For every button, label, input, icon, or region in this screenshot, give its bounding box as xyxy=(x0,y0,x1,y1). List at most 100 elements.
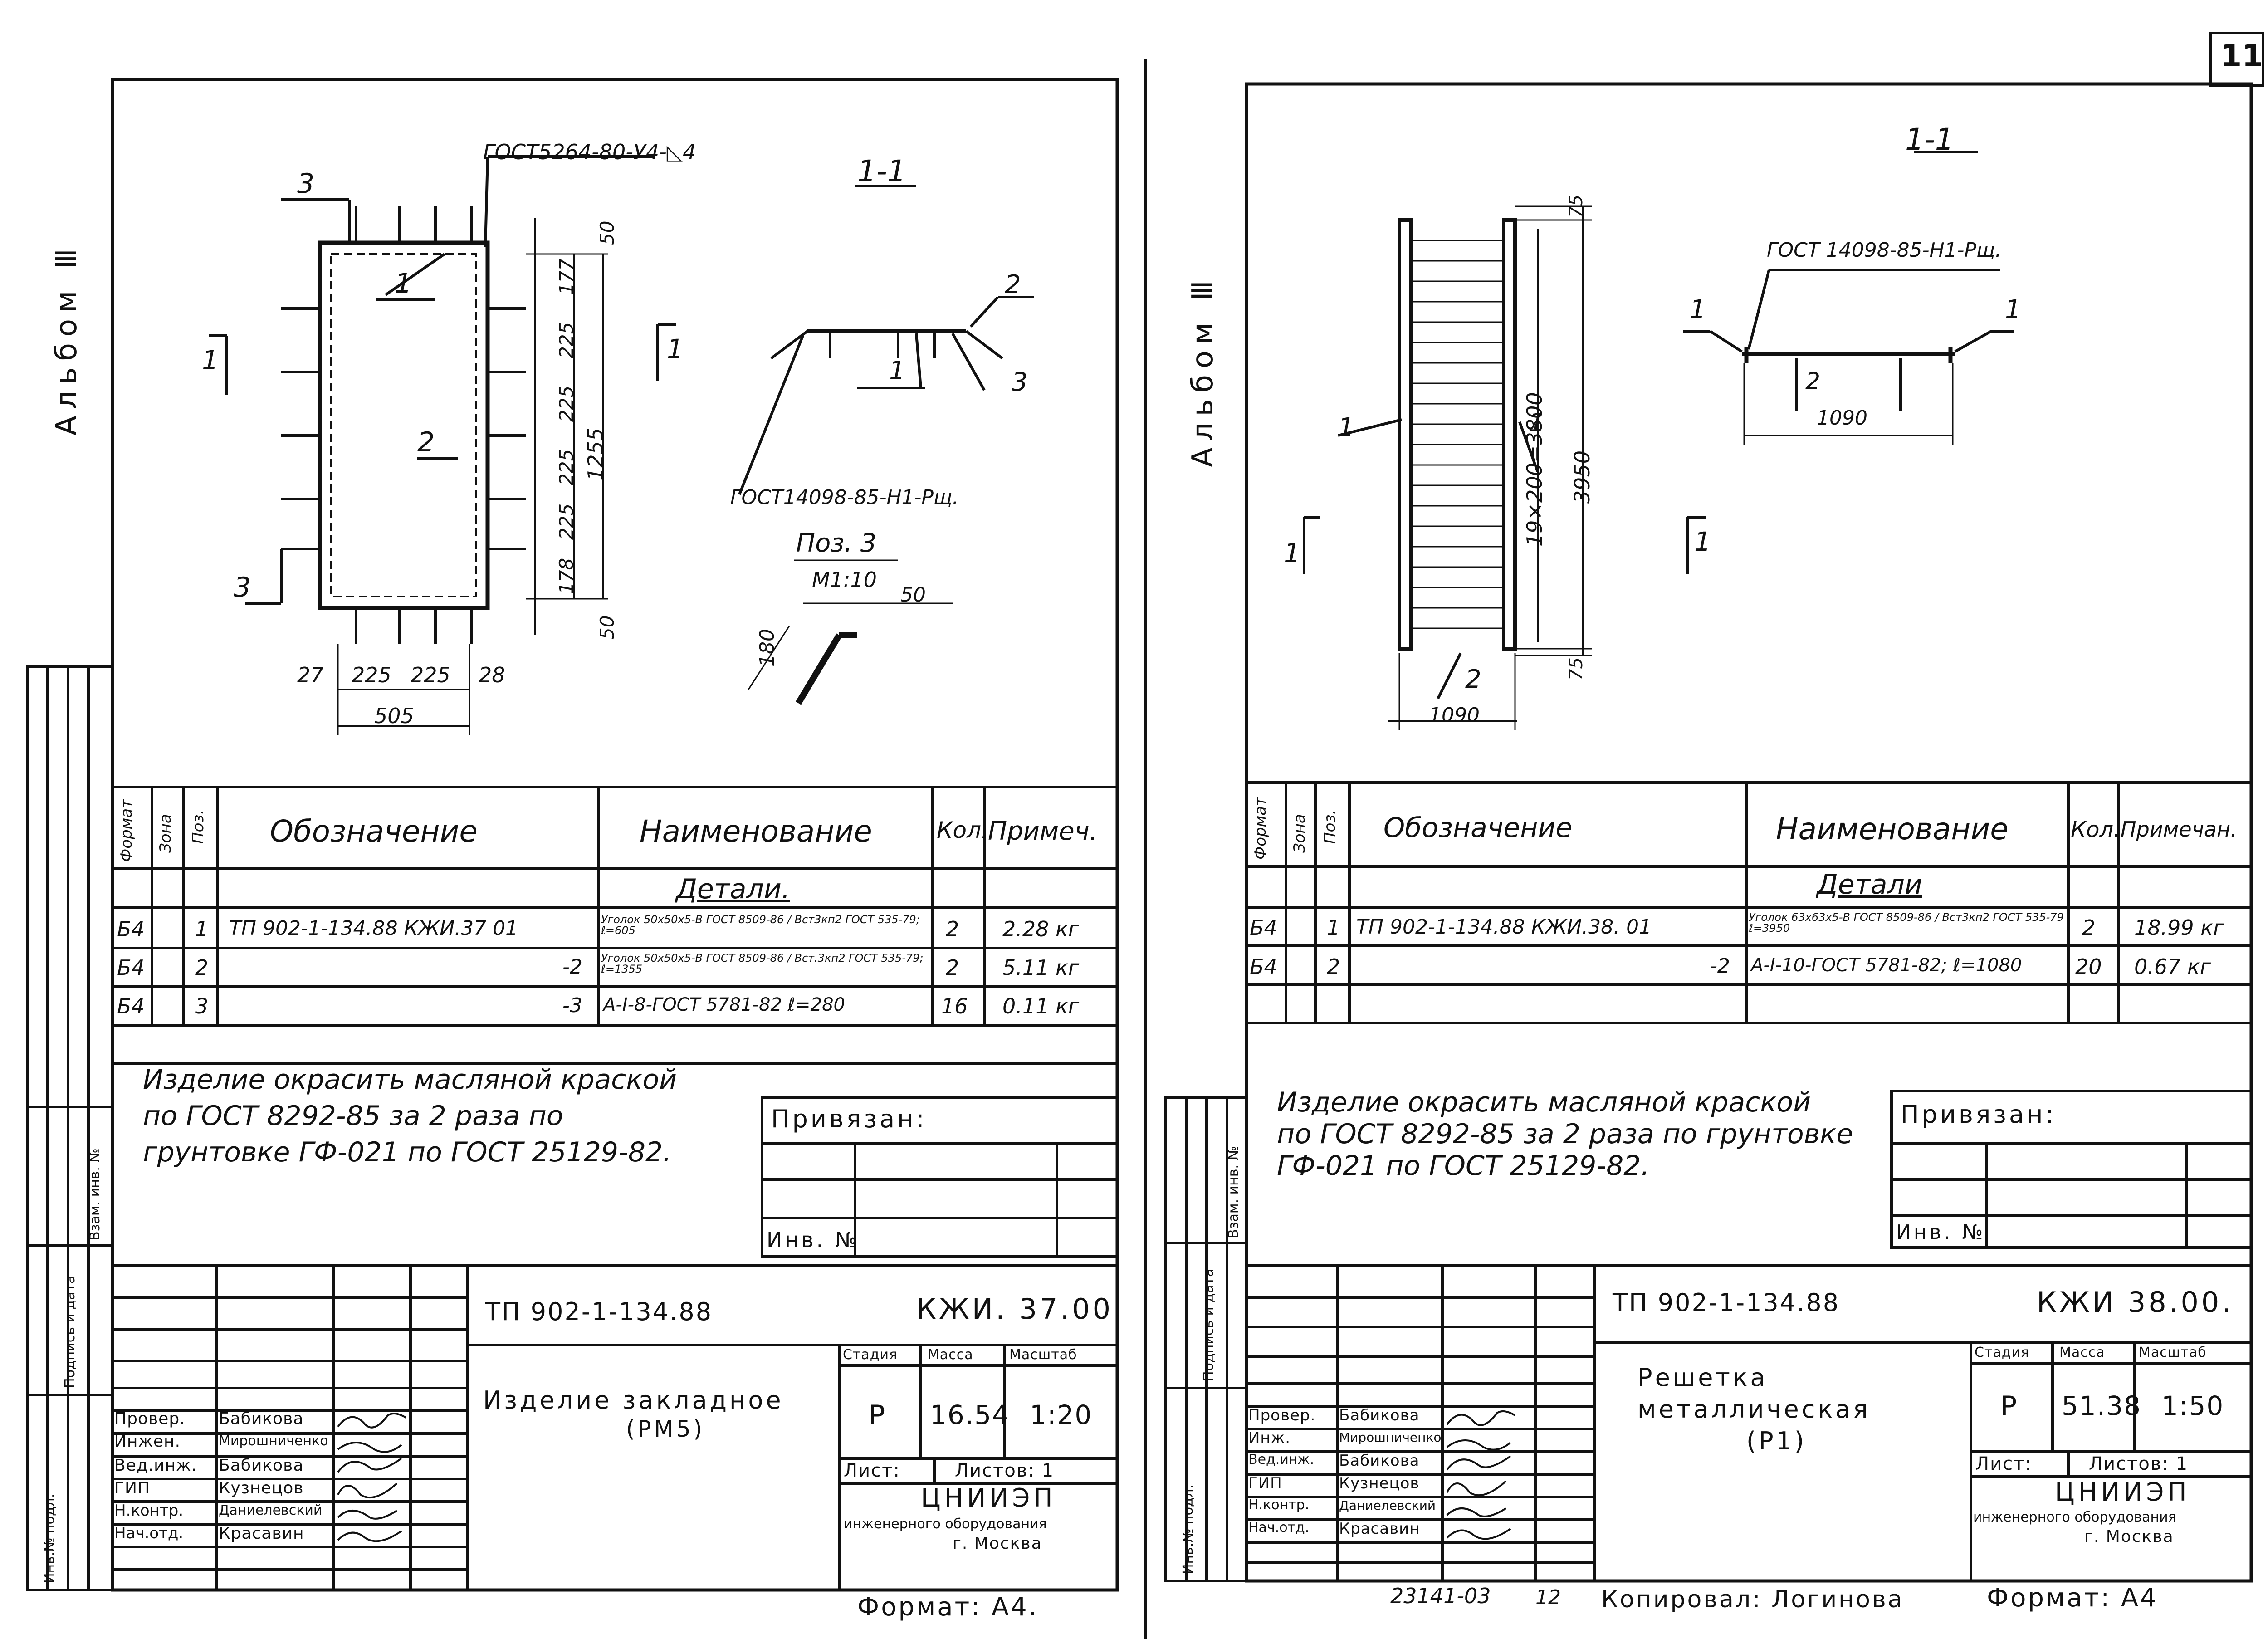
row3-note: 0.11 кг xyxy=(1002,994,1079,1018)
right-tb-code: КЖИ 38.00. xyxy=(2037,1286,2234,1319)
name-3: Бабикова xyxy=(219,1456,304,1475)
right-tb-format: Формат: А4 xyxy=(1987,1583,2158,1613)
right-name-1: Бабикова xyxy=(1339,1406,1420,1424)
callout-3-top: 3 xyxy=(297,168,315,200)
right-name-4: Кузнецов xyxy=(1339,1474,1420,1492)
right-row1-qty: 2 xyxy=(2082,915,2096,940)
tb-stage: Р xyxy=(869,1399,888,1431)
right-role-4: ГИП xyxy=(1248,1474,1282,1492)
tb-mass-h: Масса xyxy=(928,1347,973,1363)
tb-sheets: Листов: 1 xyxy=(955,1460,1055,1481)
right-tb-mass: 51.38 xyxy=(2062,1390,2142,1421)
row3-qty: 16 xyxy=(941,994,968,1018)
right-name-2: Мирошниченко xyxy=(1339,1430,1442,1445)
row2-name: Уголок 50х50х5-В ГОСТ 8509-86 / Вст.3кп2… xyxy=(601,952,924,975)
role-4: ГИП xyxy=(114,1479,150,1497)
row3-format: Б4 xyxy=(117,994,145,1018)
paint-note-line1: Изделие окрасить масляной краской xyxy=(143,1064,677,1096)
right-role-2: Инж. xyxy=(1248,1429,1291,1447)
right-name-3: Бабикова xyxy=(1339,1452,1420,1470)
row2-designation: -2 xyxy=(562,955,582,979)
role-5: Н.контр. xyxy=(114,1502,184,1520)
right-section-note: ГОСТ 14098-85-Н1-Рщ. xyxy=(1767,239,2002,262)
right-tb-sheet: Лист: xyxy=(1975,1453,2032,1474)
callout-2: 2 xyxy=(417,426,435,458)
role-6: Нач.отд. xyxy=(114,1524,184,1542)
group-title: Детали. xyxy=(676,873,790,905)
tb-org2: инженерного оборудования xyxy=(844,1516,1047,1532)
right-col-name-header: Наименование xyxy=(1776,812,2009,846)
dim-27: 27 xyxy=(297,663,324,687)
dim-28: 28 xyxy=(479,663,505,687)
row1-designation: ТП 902-1-134.88 КЖИ.37 01 xyxy=(229,917,518,940)
paint-note-line3: грунтовке ГФ-021 по ГОСТ 25129-82. xyxy=(143,1136,672,1168)
right-paint-note-line2: по ГОСТ 8292-85 за 2 раза по грунтовке xyxy=(1277,1118,1853,1150)
right-callout-1-left: 1 xyxy=(1338,413,1354,442)
right-copied-by: Копировал: Логинова xyxy=(1601,1586,1904,1613)
right-section-callout-2: 2 xyxy=(1805,368,1821,395)
section-title: 1-1 xyxy=(857,154,906,189)
tb-project: ТП 902-1-134.88 xyxy=(485,1297,713,1326)
right-tb-org3: г. Москва xyxy=(2084,1527,2174,1546)
right-signatures xyxy=(1446,1410,1516,1540)
right-tb-project: ТП 902-1-134.88 xyxy=(1613,1288,1840,1317)
right-tb-scale: 1:50 xyxy=(2161,1390,2224,1421)
role-3: Вед.инж. xyxy=(114,1456,197,1475)
right-row2-pos: 2 xyxy=(1327,954,1340,979)
tb-format: Формат: А4. xyxy=(857,1592,1039,1622)
col-qty-header: Кол. xyxy=(937,817,988,843)
right-tb-stage-h: Стадия xyxy=(1975,1345,2030,1360)
right-row2-note: 0.67 кг xyxy=(2134,954,2211,979)
pos3-title: Поз. 3 xyxy=(796,528,877,558)
right-tb-stage: Р xyxy=(2000,1390,2020,1422)
right-role-3: Вед.инж. xyxy=(1248,1452,1314,1468)
right-tb-sheets: Листов: 1 xyxy=(2089,1453,2189,1474)
right-role-1: Провер. xyxy=(1248,1406,1316,1424)
right-paint-note-line3: ГФ-021 по ГОСТ 25129-82. xyxy=(1277,1150,1650,1182)
dim-225-x1: 225 xyxy=(352,663,391,687)
page-number-box xyxy=(2209,32,2264,87)
row1-note: 2.28 кг xyxy=(1002,917,1079,941)
right-row1-pos: 1 xyxy=(1327,915,1340,940)
name-4: Кузнецов xyxy=(219,1479,304,1497)
right-section-callout-1a: 1 xyxy=(1690,295,1706,324)
right-tb-mass-h: Масса xyxy=(2059,1345,2105,1360)
tb-org3: г. Москва xyxy=(953,1534,1042,1553)
tb-sheet: Лист: xyxy=(844,1460,900,1481)
right-tb-title-line1: Решетка xyxy=(1637,1363,1768,1392)
right-tb-scale-h: Масштаб xyxy=(2139,1345,2207,1360)
right-section-marker-right: 1 xyxy=(1694,526,1711,557)
right-row1-designation: ТП 902-1-134.88 КЖИ.38. 01 xyxy=(1356,915,1652,939)
tb-code: КЖИ. 37.00. xyxy=(916,1292,1125,1326)
right-copy-sheet: 12 xyxy=(1535,1586,1561,1609)
right-attach-label: Привязан: xyxy=(1901,1100,2057,1129)
paint-note-line2: по ГОСТ 8292-85 за 2 раза по xyxy=(143,1100,563,1132)
left-sheet: Альбом Ⅲ ГОСТ5264-80-У4-◺4 1-1 3 1 2 3 1… xyxy=(26,78,1125,1622)
tb-title-line2: (РМ5) xyxy=(626,1416,705,1442)
tb-mass: 16.54 xyxy=(930,1399,1010,1430)
pos3-dim-50: 50 xyxy=(900,583,926,607)
left-drawing-lines xyxy=(26,78,1119,1592)
right-sheet: Альбом Ⅲ 1-1 ГОСТ 14098-85-Н1-Рщ. 1 1 2 … xyxy=(1148,0,2268,1639)
tb-scale-h: Масштаб xyxy=(1009,1347,1077,1363)
name-6: Красавин xyxy=(219,1524,304,1543)
callout-3-bottom: 3 xyxy=(234,572,251,603)
row1-pos: 1 xyxy=(195,917,209,941)
row3-name: А-Ⅰ-8-ГОСТ 5781-82 ℓ=280 xyxy=(603,994,845,1015)
section-marker-left: 1 xyxy=(202,345,219,376)
name-5: Даниелевский xyxy=(219,1502,323,1518)
section-note: ГОСТ14098-85-Н1-Рщ. xyxy=(730,486,959,509)
pos3-scale: М1:10 xyxy=(812,568,877,592)
right-callout-1-mid: 1 xyxy=(1529,408,1545,438)
right-tb-title-line2: металлическая xyxy=(1637,1395,1871,1424)
col-note-header: Примеч. xyxy=(988,817,1098,846)
right-dim-1090: 1090 xyxy=(1429,704,1480,727)
right-section-title: 1-1 xyxy=(1905,122,1954,157)
tb-scale: 1:20 xyxy=(1030,1399,1093,1430)
right-row2-format: Б4 xyxy=(1250,954,1277,979)
attach-label: Привязан: xyxy=(771,1105,927,1133)
row2-qty: 2 xyxy=(946,955,959,980)
right-group-title: Детали xyxy=(1817,869,1922,900)
section-callout-2: 2 xyxy=(1005,270,1021,299)
col-name-header: Наименование xyxy=(640,814,872,849)
